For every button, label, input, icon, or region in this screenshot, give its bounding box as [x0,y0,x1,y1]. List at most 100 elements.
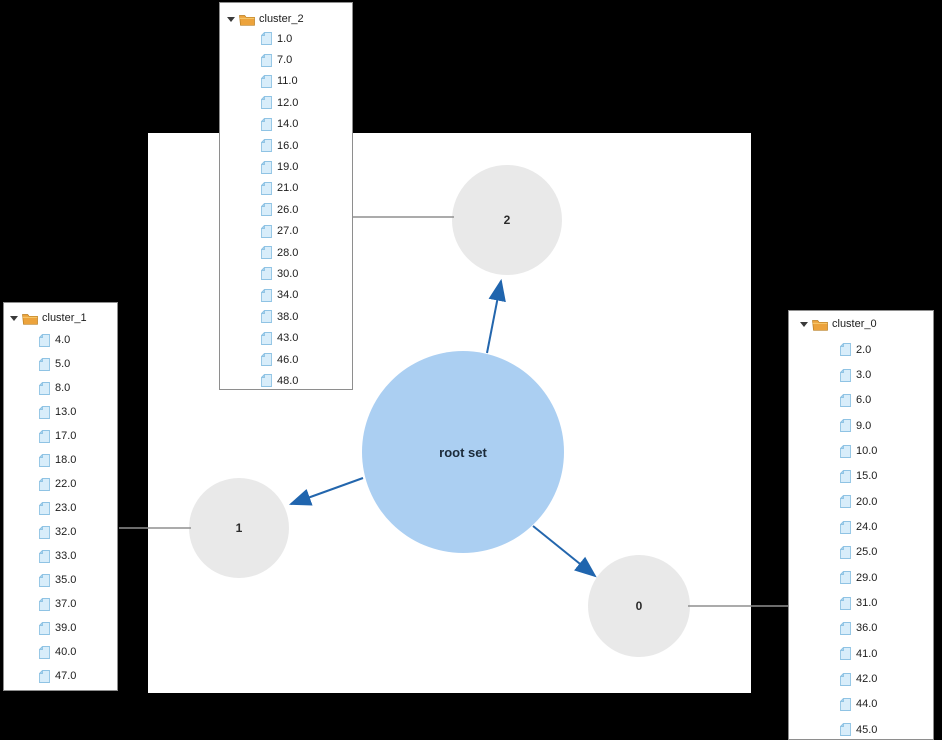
tree-file-row[interactable]: 29.0 [789,565,933,590]
file-icon [39,453,50,467]
tree-file-row[interactable]: 17.0 [4,424,117,448]
tree-file-row[interactable]: 46.0 [220,349,352,370]
file-icon [840,571,851,585]
file-icon [261,288,272,302]
file-icon [261,310,272,324]
tree-file-row[interactable]: 48.0 [220,370,352,389]
file-icon [840,343,851,357]
tree-file-row[interactable]: 26.0 [220,199,352,220]
file-label: 45.0 [856,723,878,736]
triangle-down-icon[interactable] [10,315,18,321]
folder-icon [22,312,38,325]
tree-file-row[interactable]: 14.0 [220,114,352,135]
tree-file-row[interactable]: 20.0 [789,489,933,514]
tree-file-row[interactable]: 19.0 [220,156,352,177]
tree-file-row[interactable]: 4.0 [4,328,117,352]
tree-folder-row[interactable]: cluster_1 [10,310,87,326]
tree-file-row[interactable]: 11.0 [220,71,352,92]
tree-file-row[interactable]: 2.0 [789,337,933,362]
tree-file-row[interactable]: 37.0 [4,592,117,616]
file-label: 28.0 [277,246,299,259]
tree-file-row[interactable]: 13.0 [4,400,117,424]
tree-file-row[interactable]: 12.0 [220,92,352,113]
tree-file-row[interactable]: 34.0 [220,285,352,306]
tree-file-row[interactable]: 6.0 [789,388,933,413]
file-label: 43.0 [277,332,299,345]
tree-file-row[interactable]: 9.0 [789,413,933,438]
file-label: 39.0 [55,622,77,634]
tree-file-row[interactable]: 40.0 [4,640,117,664]
file-label: 18.0 [55,454,77,466]
file-icon [39,477,50,491]
tree-file-row[interactable]: 42.0 [789,666,933,691]
folder-label: cluster_1 [42,312,87,324]
tree-file-row[interactable]: 30.0 [220,263,352,284]
file-label: 7.0 [277,54,293,67]
tree-file-row[interactable]: 39.0 [4,616,117,640]
tree-file-row[interactable]: 25.0 [789,540,933,565]
graph-node-1-label: 1 [235,521,243,535]
graph-node-root[interactable]: root set [362,351,564,553]
file-icon [261,267,272,281]
file-label: 25.0 [856,546,878,559]
file-label: 10.0 [856,445,878,458]
tree-file-row[interactable]: 24.0 [789,514,933,539]
file-icon [840,545,851,559]
tree-file-row[interactable]: 32.0 [4,520,117,544]
file-icon [39,357,50,371]
tree-file-row[interactable]: 15.0 [789,464,933,489]
file-icon [39,549,50,563]
tree-file-row[interactable]: 38.0 [220,306,352,327]
tree-file-row[interactable]: 44.0 [789,692,933,717]
file-label: 24.0 [856,521,878,534]
tree-folder-row[interactable]: cluster_0 [800,316,877,332]
file-icon [39,381,50,395]
tree-file-row[interactable]: 35.0 [4,568,117,592]
graph-node-0[interactable]: 0 [588,555,690,657]
tree-file-row[interactable]: 28.0 [220,242,352,263]
file-label: 3.0 [856,369,872,382]
folder-label: cluster_2 [259,13,304,25]
file-list: 4.0 5.0 8.0 13.0 17.0 [4,328,117,688]
file-icon [261,331,272,345]
triangle-down-icon[interactable] [800,321,808,327]
triangle-down-icon[interactable] [227,16,235,22]
file-label: 46.0 [277,353,299,366]
tree-file-row[interactable]: 3.0 [789,362,933,387]
graph-node-2[interactable]: 2 [452,165,562,275]
file-label: 30.0 [277,267,299,280]
tree-file-row[interactable]: 43.0 [220,327,352,348]
tree-file-row[interactable]: 33.0 [4,544,117,568]
tree-file-row[interactable]: 10.0 [789,438,933,463]
tree-file-row[interactable]: 7.0 [220,49,352,70]
tree-file-row[interactable]: 47.0 [4,664,117,688]
tree-file-row[interactable]: 1.0 [220,28,352,49]
file-label: 27.0 [277,225,299,238]
file-label: 19.0 [277,161,299,174]
file-icon [39,645,50,659]
graph-node-1[interactable]: 1 [189,478,289,578]
tree-file-row[interactable]: 22.0 [4,472,117,496]
file-label: 40.0 [55,646,77,658]
tree-file-row[interactable]: 5.0 [4,352,117,376]
tree-file-row[interactable]: 23.0 [4,496,117,520]
file-icon [840,368,851,382]
tree-file-row[interactable]: 36.0 [789,616,933,641]
tree-file-row[interactable]: 16.0 [220,135,352,156]
tree-file-row[interactable]: 41.0 [789,641,933,666]
file-icon [261,160,272,174]
graph-node-0-label: 0 [635,599,643,613]
tree-folder-row[interactable]: cluster_2 [227,11,304,27]
cluster-1-panel: cluster_1 4.0 5.0 8.0 [3,302,118,691]
tree-file-row[interactable]: 18.0 [4,448,117,472]
folder-label: cluster_0 [832,318,877,330]
file-label: 38.0 [277,310,299,323]
file-icon [39,429,50,443]
tree-file-row[interactable]: 27.0 [220,221,352,242]
tree-file-row[interactable]: 45.0 [789,717,933,739]
file-label: 2.0 [856,343,872,356]
tree-file-row[interactable]: 31.0 [789,590,933,615]
tree-file-row[interactable]: 21.0 [220,178,352,199]
file-label: 5.0 [55,358,71,370]
tree-file-row[interactable]: 8.0 [4,376,117,400]
